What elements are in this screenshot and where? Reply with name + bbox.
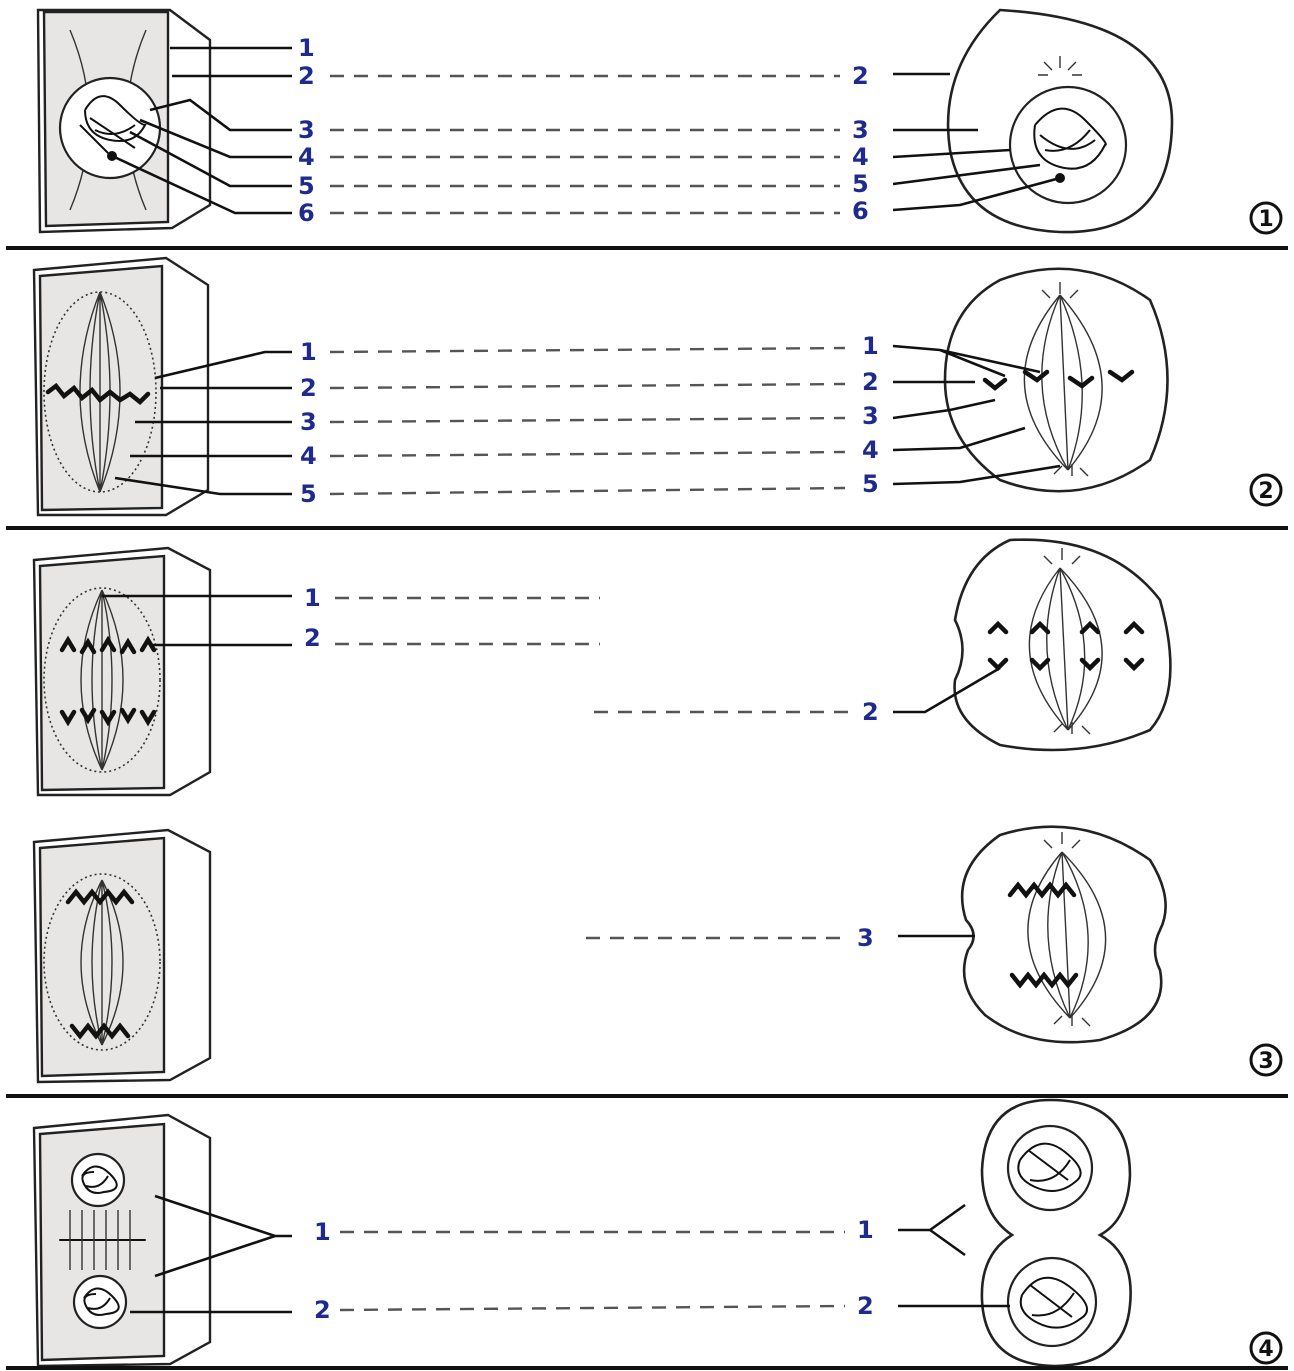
stage-2-panel: 1 2 3 4 5 1 2 3 4 5 2 bbox=[32, 256, 1283, 517]
animal-cell-stage-4 bbox=[980, 1098, 1132, 1368]
label-s4-right-1: 1 bbox=[857, 1216, 874, 1244]
animal-cell-stage-3b bbox=[960, 825, 1167, 1044]
label-s2-right-4: 4 bbox=[862, 436, 879, 464]
label-s2-left-5: 5 bbox=[300, 480, 317, 508]
label-s3-right-3: 3 bbox=[857, 924, 874, 952]
centrosome-stage-1 bbox=[1038, 56, 1082, 76]
leader-lines-stage-1-left bbox=[109, 46, 292, 215]
stage-number-1-text: 1 bbox=[1258, 207, 1273, 232]
leader-lines-stage-1-right bbox=[892, 72, 1061, 212]
label-s1-left-1: 1 bbox=[298, 34, 315, 62]
label-s2-left-4: 4 bbox=[300, 442, 317, 470]
stage-number-2: 2 bbox=[1249, 473, 1283, 507]
label-s2-left-1: 1 bbox=[300, 338, 317, 366]
leader-lines-stage-2-right bbox=[892, 344, 1061, 486]
stage-number-3: 3 bbox=[1249, 1043, 1283, 1077]
animal-cell-stage-3a bbox=[953, 538, 1172, 752]
plant-cell-stage-4 bbox=[32, 1113, 212, 1368]
plant-cell-stage-3b bbox=[32, 828, 212, 1084]
label-s1-left-3: 3 bbox=[298, 116, 315, 144]
plant-cell-stage-3a bbox=[32, 546, 212, 797]
stage-number-1: 1 bbox=[1249, 201, 1283, 235]
plant-cell-stage-2 bbox=[32, 256, 210, 517]
label-s1-right-5: 5 bbox=[852, 170, 869, 198]
label-s4-right-2: 2 bbox=[857, 1292, 874, 1320]
label-s3-right-2: 2 bbox=[862, 698, 879, 726]
label-s2-right-2: 2 bbox=[862, 368, 879, 396]
label-s2-right-1: 1 bbox=[862, 332, 879, 360]
label-s1-left-4: 4 bbox=[298, 143, 315, 171]
label-s2-left-2: 2 bbox=[300, 374, 317, 402]
stage-number-4-text: 4 bbox=[1258, 1337, 1273, 1362]
label-s1-right-6: 6 bbox=[852, 197, 869, 225]
stage-number-2-text: 2 bbox=[1258, 479, 1273, 504]
label-s3-left-2: 2 bbox=[304, 624, 321, 652]
animal-cell-stage-2 bbox=[943, 267, 1169, 493]
connectors-stage-4 bbox=[339, 1230, 846, 1312]
stage-number-4: 4 bbox=[1249, 1331, 1283, 1365]
label-s2-right-5: 5 bbox=[862, 470, 879, 498]
label-s1-left-5: 5 bbox=[298, 172, 315, 200]
label-s1-left-6: 6 bbox=[298, 199, 315, 227]
leader-lines-stage-4-left bbox=[130, 1194, 292, 1314]
label-s1-right-4: 4 bbox=[852, 143, 869, 171]
leader-lines-stage-3-right bbox=[893, 666, 1001, 938]
leader-lines-stage-4-right bbox=[898, 1203, 1010, 1308]
label-s2-right-3: 3 bbox=[862, 402, 879, 430]
animal-cell-stage-1 bbox=[946, 8, 1174, 234]
leader-lines-stage-2-left bbox=[114, 350, 292, 496]
stage-3-panel: 1 2 2 3 3 bbox=[32, 538, 1283, 1084]
label-s2-left-3: 3 bbox=[300, 408, 317, 436]
stage-1-panel: 1 2 3 4 5 6 2 3 4 5 6 1 bbox=[36, 8, 1283, 235]
label-s4-left-2: 2 bbox=[314, 1296, 331, 1324]
stage-4-panel: 1 2 1 2 4 bbox=[32, 1098, 1283, 1368]
label-s1-right-3: 3 bbox=[852, 116, 869, 144]
connectors-stage-1 bbox=[330, 74, 840, 215]
plant-cell-stage-1 bbox=[36, 8, 212, 234]
label-s4-left-1: 1 bbox=[314, 1218, 331, 1246]
label-s1-right-2: 2 bbox=[852, 62, 869, 90]
leader-lines-stage-3-left bbox=[102, 594, 292, 647]
label-s3-left-1: 1 bbox=[304, 584, 321, 612]
label-s1-left-2: 2 bbox=[298, 62, 315, 90]
connectors-stage-3 bbox=[335, 596, 850, 940]
stage-number-3-text: 3 bbox=[1258, 1049, 1273, 1074]
connectors-stage-2 bbox=[329, 346, 846, 496]
